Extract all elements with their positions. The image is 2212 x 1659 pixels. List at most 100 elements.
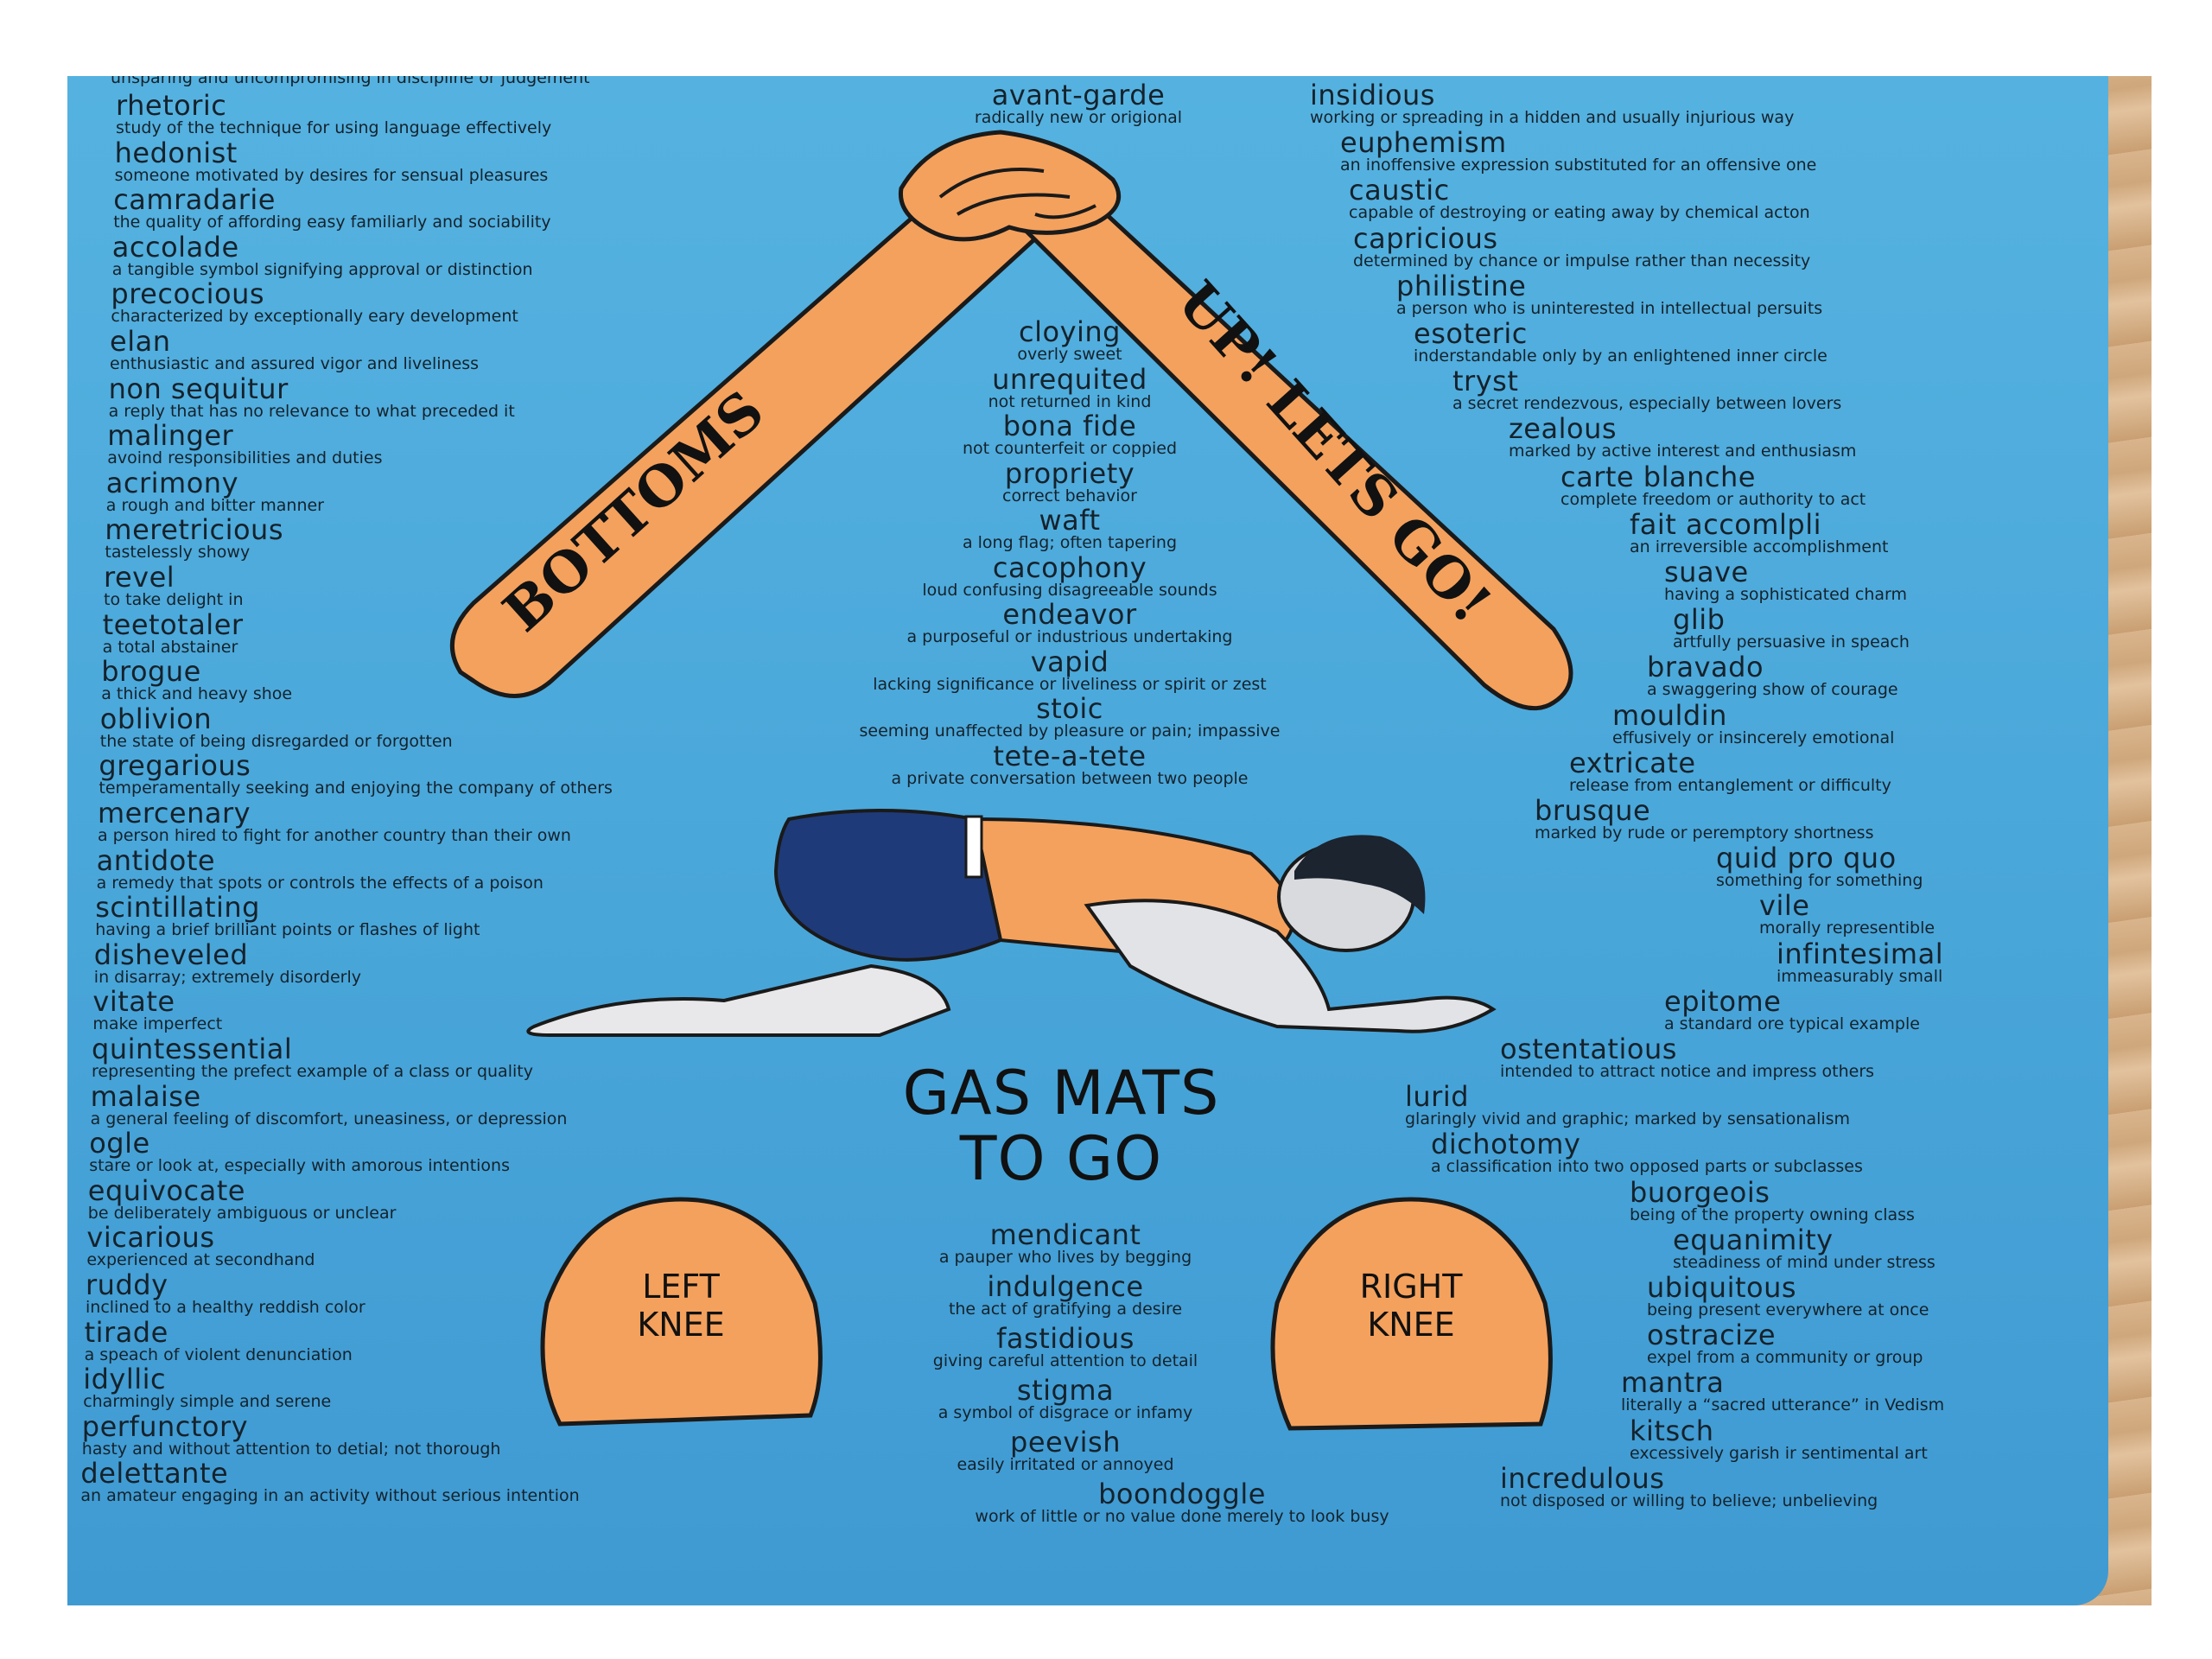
vocab-word: glib bbox=[1673, 603, 1726, 637]
vocab-word: tryst bbox=[1452, 365, 1519, 398]
vocab-word: fait accomlpli bbox=[1630, 507, 1822, 541]
title-line-1: GAS MATS bbox=[902, 1058, 1220, 1128]
vocab-definition: inclined to a healthy reddish color bbox=[86, 1298, 365, 1317]
vocab-word: euphemism bbox=[1340, 126, 1507, 160]
left-knee-label: LEFT KNEE bbox=[637, 1268, 725, 1344]
vocab-definition: excessively garish ir sentimental art bbox=[1630, 1443, 1928, 1463]
cut-off-top-text: unsparing and uncompromising in discipli… bbox=[111, 76, 590, 87]
vocab-word: caustic bbox=[1349, 174, 1450, 207]
vocab-word: oblivion bbox=[99, 702, 213, 735]
vocab-definition: steadiness of mind under stress bbox=[1673, 1252, 1936, 1272]
vocab-word: mouldin bbox=[1612, 698, 1727, 732]
vocab-definition: a pauper who lives by begging bbox=[938, 1248, 1192, 1267]
vocab-definition: study of the technique for using languag… bbox=[116, 118, 552, 137]
vocab-word: vitate bbox=[92, 985, 175, 1019]
vocab-word: equanimity bbox=[1673, 1223, 1834, 1256]
vocab-definition: marked by active interest and enthusiasm bbox=[1509, 442, 1857, 461]
vocab-definition: artfully persuasive in speach bbox=[1673, 632, 1910, 652]
vocab-word: propriety bbox=[1004, 456, 1135, 490]
vocab-word: stoic bbox=[1036, 692, 1103, 725]
vocab-word: epitome bbox=[1664, 984, 1782, 1018]
vocab-definition: loud confusing disagreeable sounds bbox=[922, 580, 1217, 600]
right-arm bbox=[995, 186, 1573, 711]
vocab-word: ostracize bbox=[1647, 1319, 1777, 1352]
vocab-word: buorgeois bbox=[1630, 1175, 1770, 1209]
right-knee-shape bbox=[1270, 1197, 1553, 1431]
vocab-definition: an amateur engaging in an activity witho… bbox=[80, 1486, 580, 1506]
vocab-word: teetotaler bbox=[102, 607, 244, 641]
vocab-word: cacophony bbox=[992, 550, 1147, 584]
vocab-word: endeavor bbox=[1002, 598, 1137, 631]
vocab-definition: make imperfect bbox=[92, 1014, 223, 1034]
vocab-word: mendicant bbox=[989, 1218, 1141, 1251]
vocab-definition: complete freedom or authority to act bbox=[1560, 489, 1866, 509]
vocab-word: waft bbox=[1039, 504, 1101, 537]
vocab-definition: glaringly vivid and graphic; marked by s… bbox=[1405, 1109, 1851, 1129]
vocab-definition: inderstandable only by an enlightened in… bbox=[1414, 346, 1827, 365]
vocab-word: indulgence bbox=[987, 1270, 1144, 1303]
vocab-word: bona fide bbox=[1002, 410, 1137, 442]
vocab-word: malinger bbox=[107, 419, 234, 453]
vocab-definition: an inoffensive expression substituted fo… bbox=[1340, 156, 1817, 175]
right-knee-label: RIGHT KNEE bbox=[1359, 1268, 1463, 1344]
vocab-definition: a symbol of disgrace or infamy bbox=[938, 1403, 1193, 1422]
vocab-word: vicarious bbox=[86, 1221, 215, 1255]
title-line-2: TO GO bbox=[959, 1122, 1163, 1194]
vocab-word: stigma bbox=[1016, 1374, 1115, 1407]
vocab-word: quid pro quo bbox=[1716, 842, 1897, 875]
vocab-definition: radically new or origional bbox=[974, 108, 1183, 127]
vocab-definition: a remedy that spots or controls the effe… bbox=[96, 873, 543, 893]
vocab-definition: being present everywhere at once bbox=[1647, 1300, 1929, 1319]
vocab-definition: having a brief brilliant points or flash… bbox=[95, 920, 480, 940]
vocab-definition: determined by chance or impulse rather t… bbox=[1353, 251, 1811, 270]
vocab-word: insidious bbox=[1310, 79, 1435, 111]
vocab-word: esoteric bbox=[1414, 317, 1528, 350]
vocab-definition: avoind responsibilities and duties bbox=[107, 448, 383, 468]
vocab-word: suave bbox=[1664, 556, 1749, 588]
vocab-word: carte blanche bbox=[1560, 460, 1756, 493]
vocab-definition: immeasurably small bbox=[1777, 966, 1943, 986]
vocab-word: rhetoric bbox=[116, 89, 227, 122]
vocab-word: kitsch bbox=[1630, 1414, 1714, 1447]
vocab-definition: a classification into two opposed parts … bbox=[1431, 1157, 1863, 1177]
vocab-word: elan bbox=[110, 325, 171, 358]
vocab-definition: a tangible symbol signifying approval or… bbox=[111, 259, 533, 279]
vocab-definition: a swaggering show of courage bbox=[1647, 680, 1898, 700]
mat-title: GAS MATS TO GO bbox=[793, 1058, 1329, 1194]
vocab-definition: a total abstainer bbox=[102, 637, 238, 657]
vocab-word: revel bbox=[104, 561, 175, 594]
vocab-definition: someone motivated by desires for sensual… bbox=[114, 165, 549, 185]
vocab-definition: stare or look at, especially with amorou… bbox=[89, 1156, 510, 1176]
